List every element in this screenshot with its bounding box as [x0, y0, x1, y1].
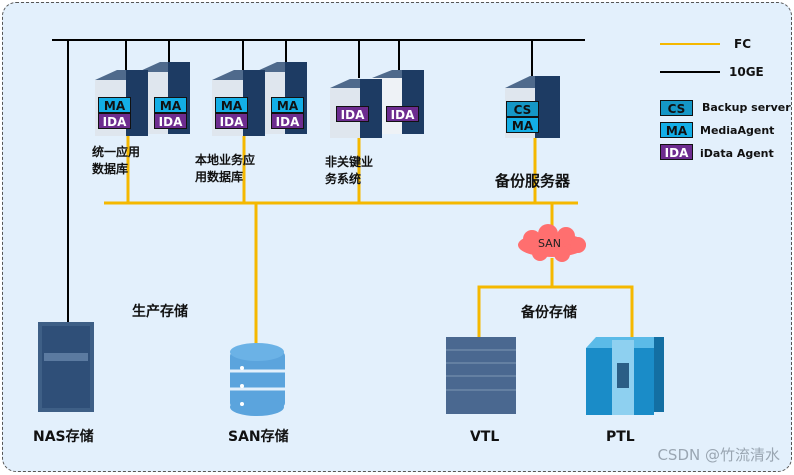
ida-tag: IDA — [215, 113, 248, 129]
watermark: CSDN @竹流清水 — [657, 446, 780, 464]
unified-db-label: 统一应用数据库 — [92, 145, 141, 176]
ptl-icon — [586, 337, 664, 415]
nas-label: NAS存储 — [33, 429, 94, 445]
nas-storage-icon — [38, 322, 94, 412]
production-storage-label: 生产存储 — [132, 304, 188, 320]
backup-server-label: 备份服务器 — [495, 172, 571, 190]
ma-tag: MA — [271, 97, 304, 113]
legend-ma-tag: MA — [660, 122, 693, 138]
legend-cs-tag: CS — [660, 100, 693, 116]
ida-tag: IDA — [336, 106, 369, 122]
legend-fc-label: FC — [734, 37, 752, 51]
san-cloud-label: SAN — [538, 237, 561, 250]
ida-tag: IDA — [271, 113, 304, 129]
ma-tag: MA — [154, 97, 187, 113]
ida-tag: IDA — [98, 113, 131, 129]
legend-10ge-label: 10GE — [729, 65, 764, 79]
fc-backup-branch — [477, 285, 634, 340]
ptl-label: PTL — [606, 429, 635, 445]
ma-tag: MA — [506, 117, 539, 133]
legend-cs-desc: Backup server — [702, 101, 791, 114]
san-storage-icon — [230, 343, 285, 416]
ma-tag: MA — [98, 97, 131, 113]
san-storage-label: SAN存储 — [228, 429, 289, 445]
vtl-icon — [446, 337, 516, 414]
ma-tag: MA — [215, 97, 248, 113]
ida-tag: IDA — [154, 113, 187, 129]
legend-ida-tag: IDA — [660, 144, 693, 160]
san-cloud-icon — [518, 224, 586, 262]
legend-ma-desc: MediaAgent — [700, 124, 775, 137]
server-icon — [330, 70, 424, 138]
noncritical-label: 非关键业务系统 — [325, 155, 374, 186]
cs-tag: CS — [506, 101, 539, 117]
ida-tag: IDA — [386, 106, 419, 122]
legend-ida-desc: iData Agent — [700, 147, 774, 160]
local-db-label: 本地业务应用数据库 — [195, 153, 256, 184]
vtl-label: VTL — [470, 429, 500, 445]
backup-storage-label: 备份存储 — [521, 305, 577, 321]
